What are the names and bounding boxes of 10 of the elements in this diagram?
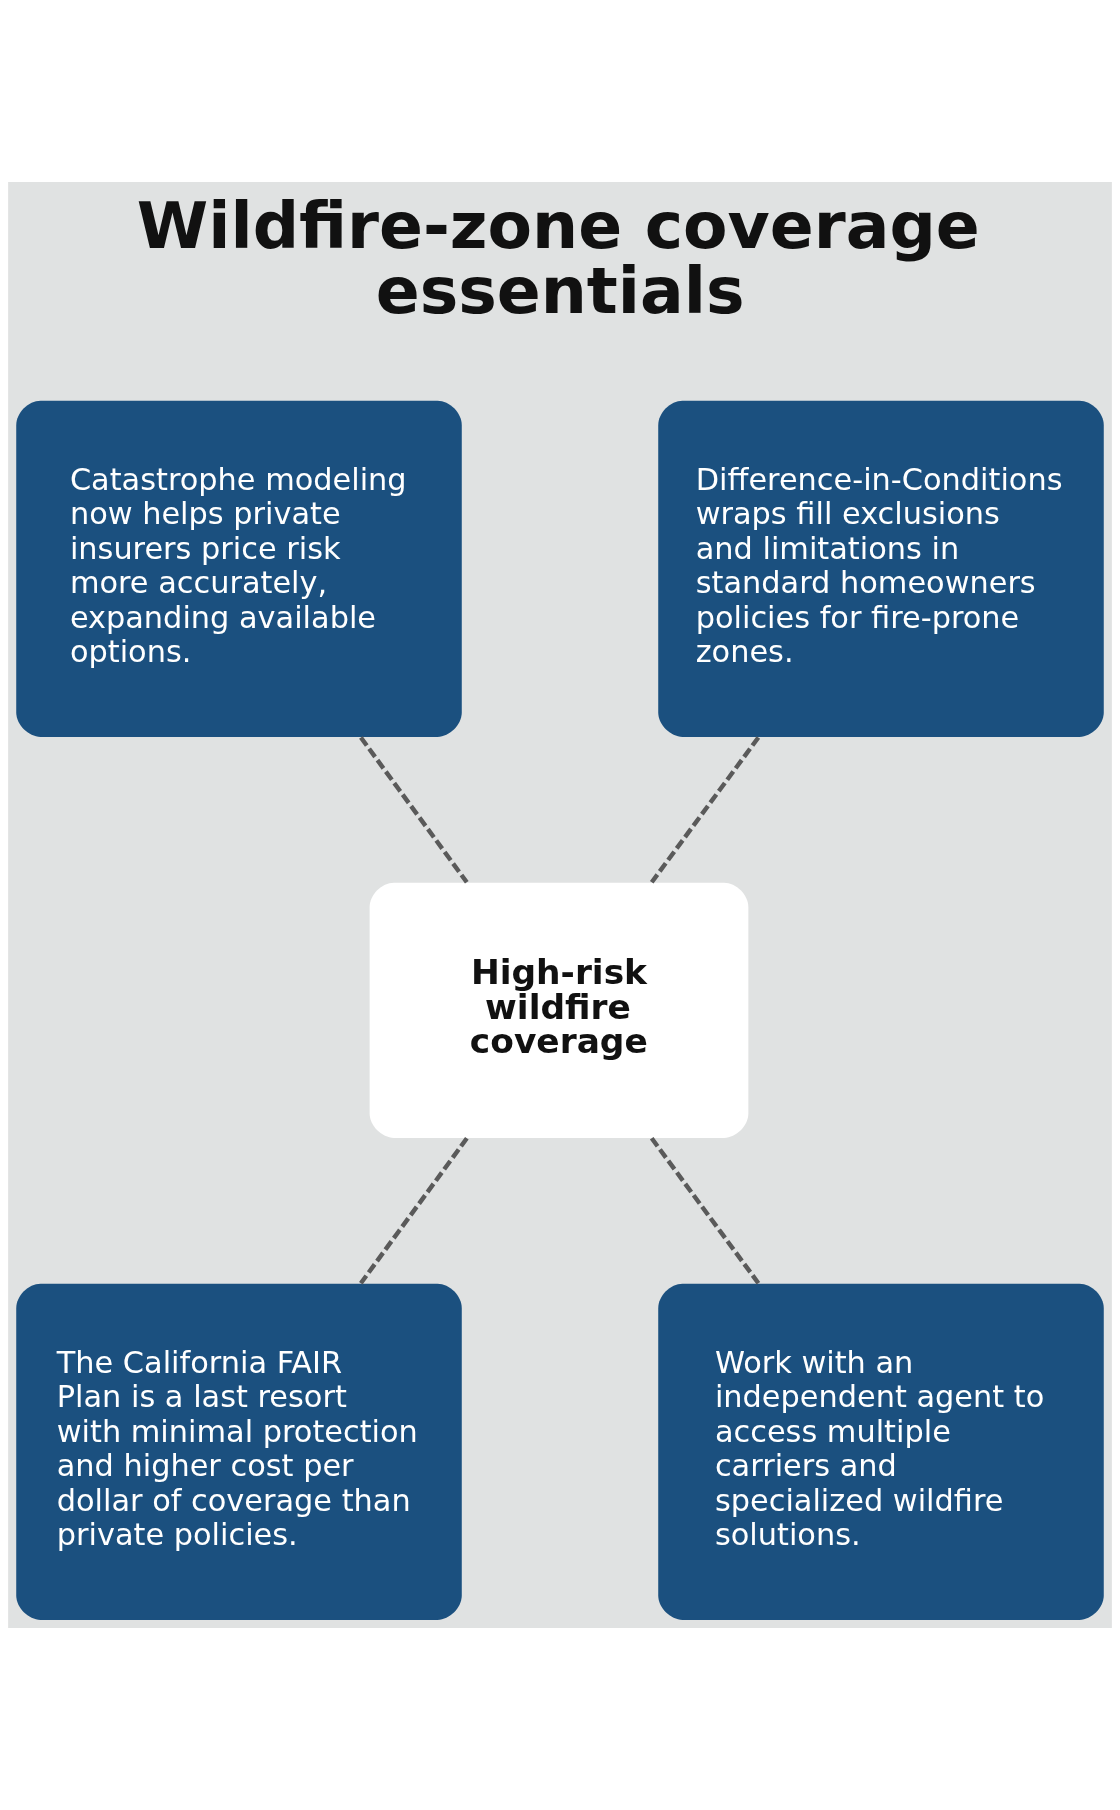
node-box: High-risk wildfire coverage (369, 882, 749, 1138)
node-box: Work with an independent agent to access multiple carriers and specialized wildfire solutions. (658, 1283, 1104, 1620)
connector (359, 736, 469, 884)
connector (649, 736, 761, 884)
diagram-title: Wildfire-zone coverage essentials (136, 188, 980, 328)
node-box: The California FAIR Plan is a last resort with minimal protection and higher cost per dollar of coverage than private policies. (16, 1283, 462, 1620)
connector (649, 1136, 761, 1285)
node-box: Catastrophe modeling now helps private insurers price risk more accurately, expanding available options. (16, 400, 462, 737)
node-box: Difference-in-Conditions wraps fill exclusions and limitations in standard homeowners policies for fire-prone zones. (658, 400, 1104, 737)
connector (359, 1136, 469, 1285)
